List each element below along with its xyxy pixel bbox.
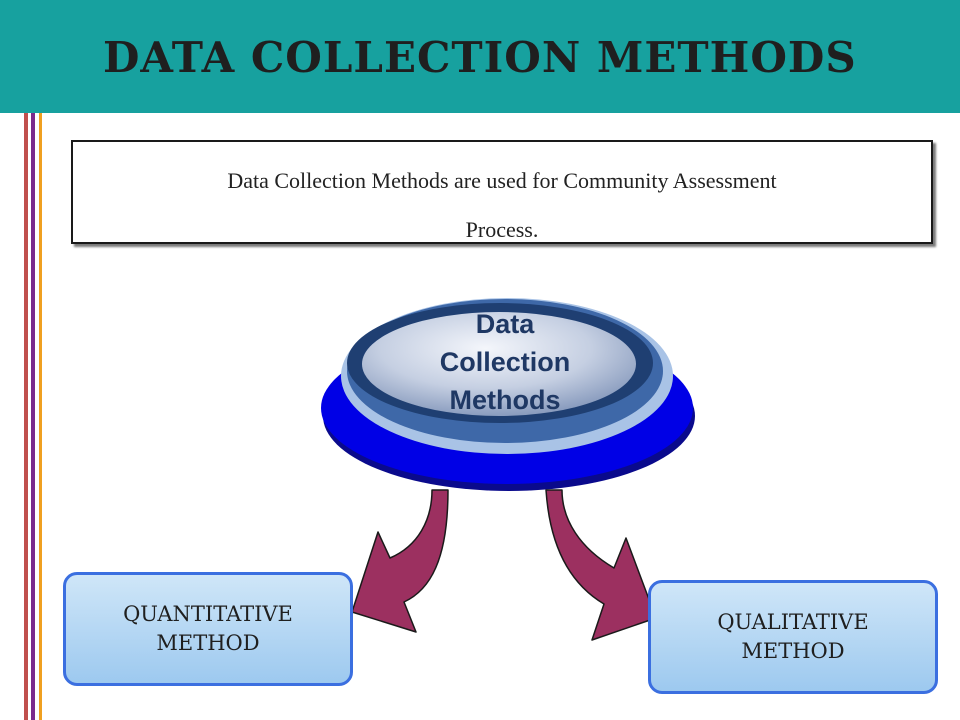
slide-title: DATA COLLECTION METHODS [103,33,857,82]
quantitative-label-line-2: METHOD [156,631,260,655]
quantitative-label-line-1: QUANTITATIVE [123,602,293,626]
intro-line-1: Data Collection Methods are used for Com… [227,168,777,193]
accent-line-red [24,113,28,720]
qualitative-label-line-2: METHOD [741,639,845,663]
hub-inner-disc [362,312,636,416]
qualitative-label-line-1: QUALITATIVE [717,610,869,634]
hub-label-line-3: Methods [449,385,561,415]
hub-label: Data Collection Methods [405,305,605,419]
intro-line-2: Process. [465,217,539,242]
hub-label-line-2: Collection [439,347,571,377]
accent-line-orange [39,113,42,720]
hub-label-line-1: Data [475,309,535,339]
accent-line-purple [31,113,35,720]
header-bar [0,0,960,113]
arrow-left [351,489,449,633]
arrow-right [545,489,657,641]
qualitative-method-box: QUALITATIVE METHOD [648,580,938,694]
intro-box: Data Collection Methods are used for Com… [71,140,933,244]
quantitative-method-box: QUANTITATIVE METHOD [63,572,353,686]
